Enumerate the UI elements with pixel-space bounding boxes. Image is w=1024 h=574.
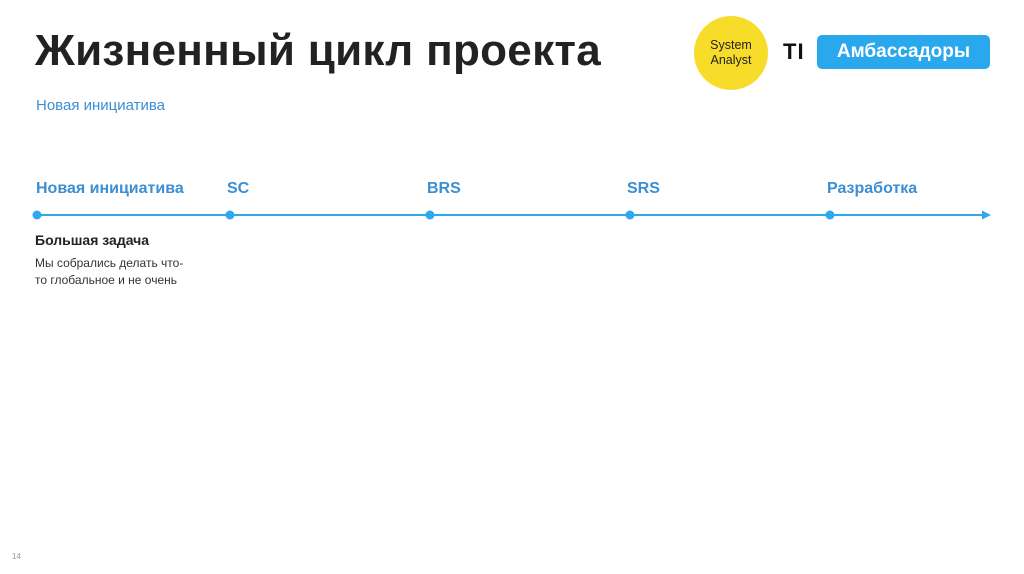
slide-title: Жизненный цикл проекта (35, 26, 602, 75)
slide-subtitle: Новая инициатива (36, 97, 166, 114)
stage-label-brs: BRS (427, 180, 461, 197)
ambassadors-badge: Амбассадоры (817, 35, 990, 69)
stage-label-development: Разработка (827, 180, 918, 197)
logo-text-line-2: Analyst (710, 53, 752, 67)
timeline-dot-new-initiative (32, 210, 42, 220)
task-title: Большая задача (35, 232, 150, 248)
stage-label-sc: SC (227, 180, 250, 197)
ti-logo: TI (783, 39, 805, 64)
stage-label-new-initiative: Новая инициатива (36, 180, 184, 197)
system-analyst-logo: System Analyst (694, 16, 768, 90)
task-description: Мы собрались делать что-то глобальное и … (35, 256, 184, 287)
page-number: 14 (12, 552, 21, 561)
timeline-dot-srs (625, 210, 635, 220)
timeline-arrowhead-icon (982, 210, 991, 220)
timeline-dot-development (825, 210, 835, 220)
timeline-dot-sc (225, 210, 235, 220)
timeline-dot-brs (425, 210, 435, 220)
stage-label-srs: SRS (627, 180, 660, 197)
logo-text-line-1: System (710, 38, 752, 52)
